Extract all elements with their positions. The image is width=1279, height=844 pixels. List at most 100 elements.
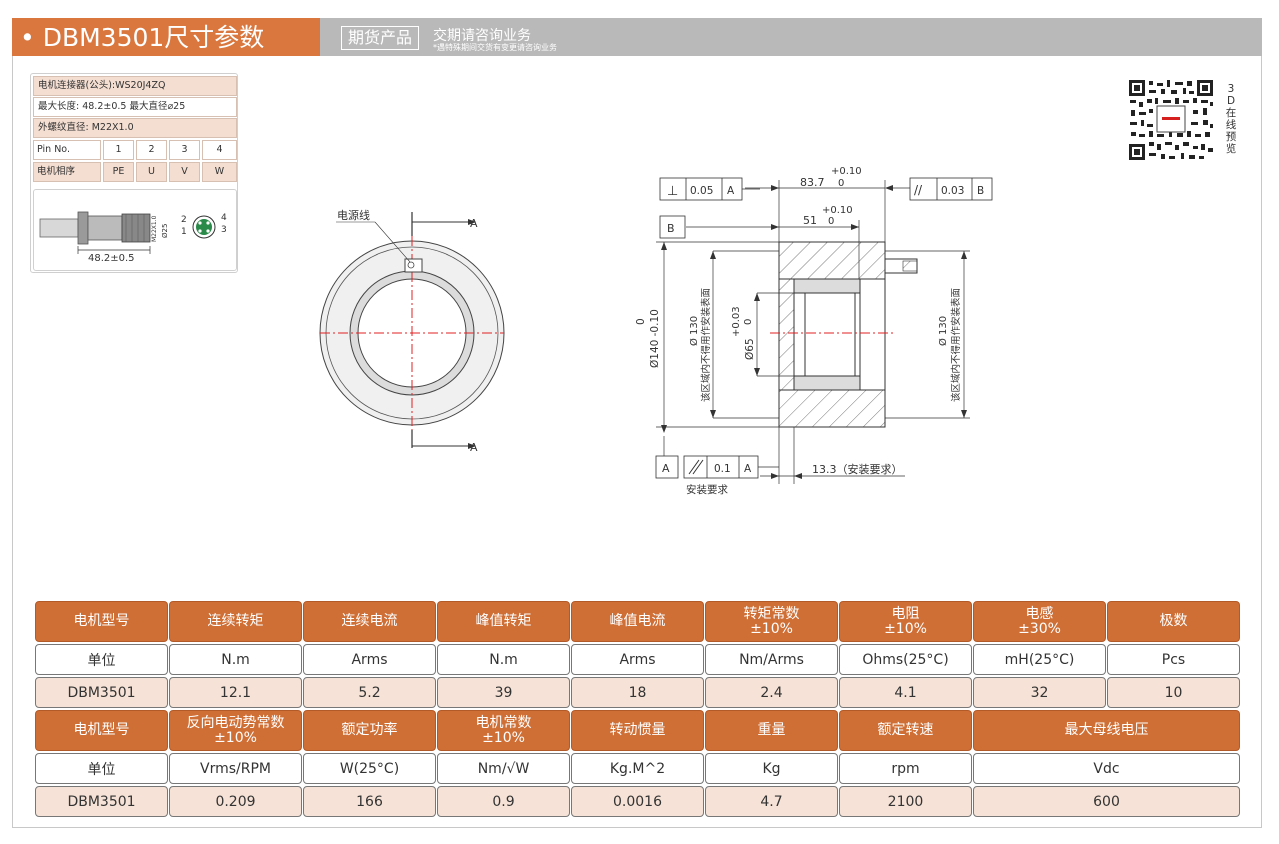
pin-label-1: 1 — [181, 227, 187, 237]
power-line-label: 电源线 — [337, 208, 370, 222]
qr-label-char: 览 — [1225, 143, 1237, 155]
dia-130-left: Ø 130 — [688, 316, 700, 346]
unit-cell: Ohms(25°C) — [839, 644, 972, 675]
parallel-symbol: // — [914, 183, 923, 197]
datum-b-box — [659, 215, 686, 239]
value-cell: 12.1 — [169, 677, 302, 708]
table-unit-row: 单位 Vrms/RPM W(25°C) Nm/√W Kg.M^2 Kg rpm … — [35, 753, 1240, 784]
unit-cell: Nm/Arms — [705, 644, 838, 675]
phase-w: W — [202, 162, 237, 182]
page-title: • DBM3501尺寸参数 — [12, 18, 320, 56]
parallel-frame — [909, 177, 993, 201]
unit-cell: Kg.M^2 — [571, 753, 704, 784]
unit-cell: rpm — [839, 753, 972, 784]
value-cell: DBM3501 — [35, 677, 168, 708]
connector-thread-dim: M22X1.0 — [151, 215, 158, 242]
value-cell: 0.209 — [169, 786, 302, 817]
parallel-datum: B — [977, 185, 984, 197]
flatness-tolerance: 0.05 — [690, 185, 713, 197]
value-cell: 600 — [973, 786, 1240, 817]
dim-51-tol-up: +0.10 — [822, 205, 853, 216]
flatness-symbol: ⊥ — [667, 184, 678, 199]
phase-pe: PE — [103, 162, 134, 182]
unit-cell: 单位 — [35, 644, 168, 675]
header-cell: 最大母线电压 — [973, 710, 1240, 751]
unit-cell: Nm/√W — [437, 753, 570, 784]
value-cell: 39 — [437, 677, 570, 708]
datum-a: A — [662, 462, 670, 475]
qr-label-char: 线 — [1225, 119, 1237, 131]
header-cell: 峰值电流 — [571, 601, 704, 642]
qr-code[interactable] — [1127, 78, 1215, 162]
qr-label-char: 3 — [1227, 83, 1235, 95]
unit-cell: Vdc — [973, 753, 1240, 784]
install-requirement: 安装要求 — [686, 483, 728, 496]
dia-140-tol: 0 — [635, 318, 647, 325]
unit-cell: W(25°C) — [303, 753, 436, 784]
front-view — [319, 212, 505, 449]
dia-140: Ø140 -0.10 — [649, 309, 661, 368]
value-cell: 4.7 — [705, 786, 838, 817]
dim-83-7-tol-up: +0.10 — [831, 166, 862, 177]
pin-label-2: 2 — [181, 215, 187, 225]
connector-length-dim: 48.2±0.5 — [88, 253, 135, 264]
header-cell: 转动惯量 — [571, 710, 704, 751]
pin-label-3: 3 — [221, 225, 227, 235]
dim-51-tol-low: 0 — [828, 216, 834, 227]
runout-datum: A — [744, 463, 752, 475]
value-cell: 5.2 — [303, 677, 436, 708]
header-cell: 电感 ±30% — [973, 601, 1106, 642]
header-cell: 电机型号 — [35, 710, 168, 751]
pin-label-4: 4 — [221, 213, 227, 223]
table-unit-row: 单位 N.m Arms N.m Arms Nm/Arms Ohms(25°C) … — [35, 644, 1240, 675]
table-value-row: DBM3501 12.1 5.2 39 18 2.4 4.1 32 10 — [35, 677, 1240, 708]
unit-cell: mH(25°C) — [973, 644, 1106, 675]
phase-v: V — [169, 162, 200, 182]
connector-model: 电机连接器(公头):WS20J4ZQ — [33, 76, 237, 96]
unit-cell: Vrms/RPM — [169, 753, 302, 784]
unit-cell: Kg — [705, 753, 838, 784]
pin-1: 1 — [103, 140, 134, 160]
pin-3: 3 — [169, 140, 200, 160]
connector-dia-dim: Ø25 — [161, 224, 169, 238]
datum-b: B — [667, 222, 675, 235]
runout-frame — [655, 436, 779, 479]
connector-thread: 外螺纹直径: M22X1.0 — [33, 118, 237, 138]
runout-symbol-icon — [688, 459, 704, 475]
futures-tag: 期货产品 — [341, 26, 420, 50]
header-cell: 电阻 ±10% — [839, 601, 972, 642]
value-cell: 4.1 — [839, 677, 972, 708]
tag-subnote: *遇特殊期间交货有变更请咨询业务 — [433, 43, 557, 52]
dia-130-left-note: 该区域内不得用作安装表面 — [700, 288, 712, 402]
phase-u: U — [136, 162, 167, 182]
phase-label: 电机相序 — [33, 162, 101, 182]
table-value-row: DBM3501 0.209 166 0.9 0.0016 4.7 2100 60… — [35, 786, 1240, 817]
value-cell: DBM3501 — [35, 786, 168, 817]
table-header-row: 电机型号 反向电动势常数 ±10% 额定功率 电机常数 ±10% 转动惯量 重量… — [35, 710, 1240, 751]
header-cell: 峰值转矩 — [437, 601, 570, 642]
connector-illustration: 48.2±0.5 M22X1.0 Ø25 2 1 4 3 — [33, 189, 237, 271]
dim-51: 51 — [803, 214, 817, 227]
tag-note: 交期请咨询业务 — [433, 28, 531, 44]
dia-130-right: Ø 130 — [937, 316, 949, 346]
header-cell: 重量 — [705, 710, 838, 751]
header-cell: 电机型号 — [35, 601, 168, 642]
header-cell: 连续转矩 — [169, 601, 302, 642]
runout-tolerance: 0.1 — [714, 463, 731, 475]
dia-130-right-note: 该区域内不得用作安装表面 — [950, 288, 962, 402]
pin-2: 2 — [136, 140, 167, 160]
section-a-bottom: A — [470, 441, 478, 454]
section-view — [656, 180, 970, 484]
dim-83-7: 83.7 — [800, 176, 825, 189]
dia-65-tol-up: +0.03 — [731, 306, 742, 337]
qr-label-char: D — [1226, 95, 1236, 107]
flatness-datum: A — [727, 185, 735, 197]
value-cell: 32 — [973, 677, 1106, 708]
connector-size: 最大长度: 48.2±0.5 最大直径⌀25 — [33, 97, 237, 117]
unit-cell: Arms — [303, 644, 436, 675]
pin-4: 4 — [202, 140, 237, 160]
qr-3d-preview-label: 3 D 在 线 预 览 — [1224, 83, 1238, 155]
unit-cell: 单位 — [35, 753, 168, 784]
section-a-top: A — [470, 217, 478, 230]
value-cell: 166 — [303, 786, 436, 817]
